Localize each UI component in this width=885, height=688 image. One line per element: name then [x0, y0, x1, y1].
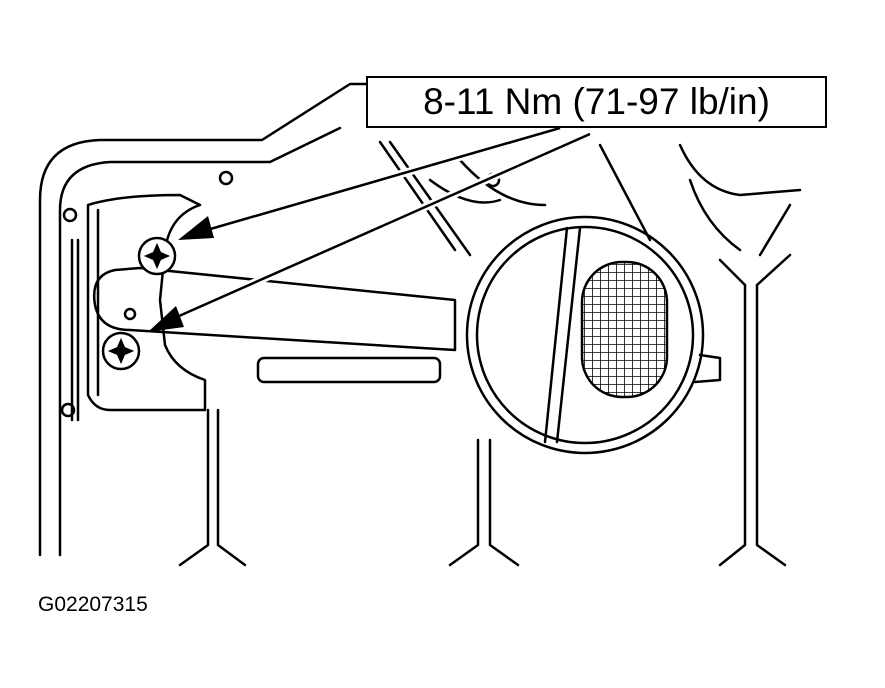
slot: [256, 356, 442, 384]
bolt-hole: [218, 170, 234, 186]
torque-spec-label: 8-11 Nm (71-97 lb/in): [423, 81, 770, 122]
bolt-hole: [62, 207, 78, 223]
filter-arm: [92, 266, 457, 352]
bolt-boss: [86, 193, 207, 412]
bolt-hole: [123, 307, 137, 321]
filter-mesh-icon: [580, 260, 669, 399]
housing-inner-outline: [58, 126, 342, 557]
housing-outline: [38, 82, 368, 557]
figure-id: G02207315: [38, 593, 148, 616]
rib-left: [178, 408, 210, 567]
arrow-icon: [178, 124, 562, 240]
bolt-hole: [60, 402, 76, 418]
filter-housing: [465, 215, 705, 455]
arrow-icon: [148, 130, 592, 332]
screw-head-icon: [101, 331, 141, 371]
rib-mid: [448, 438, 480, 567]
screw-head-icon: [137, 236, 177, 276]
rib-right: [718, 283, 747, 567]
torque-callout: 8-11 Nm (71-97 lb/in): [366, 76, 827, 128]
